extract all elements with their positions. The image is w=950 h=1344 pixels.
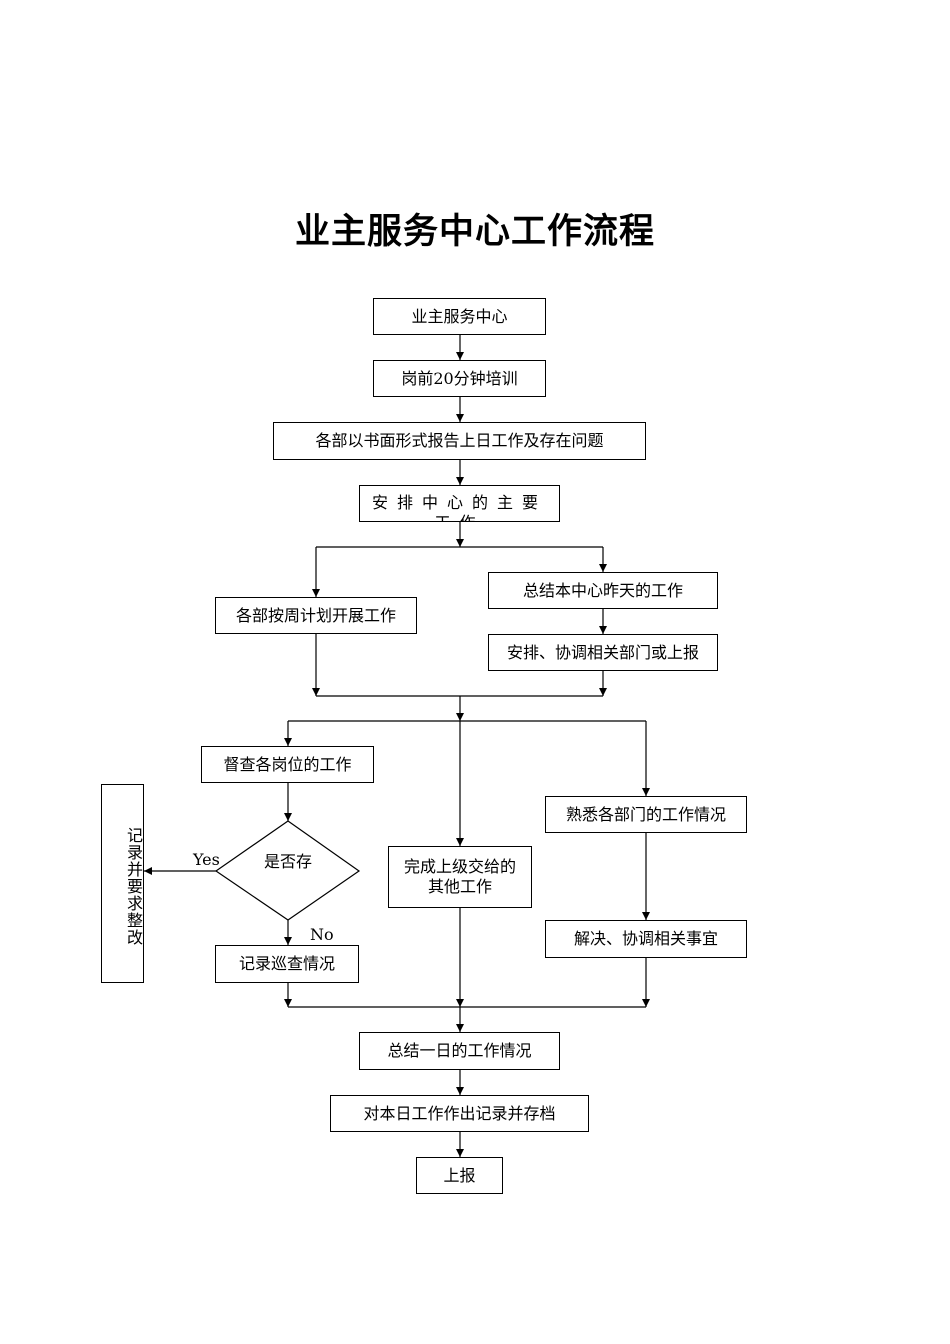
node-report: 各部以书面形式报告上日工作及存在问题 bbox=[273, 422, 646, 460]
node-summary-day: 总结一日的工作情况 bbox=[359, 1032, 560, 1070]
node-summary-yesterday: 总结本中心昨天的工作 bbox=[488, 572, 718, 609]
node-other-tasks: 完成上级交给的其他工作 bbox=[388, 846, 532, 908]
page-title: 业主服务中心工作流程 bbox=[294, 212, 655, 252]
node-coordinate-report: 安排、协调相关部门或上报 bbox=[488, 634, 718, 671]
node-arrange-main: 安排中心的主要工作 bbox=[359, 485, 560, 522]
node-record-archive: 对本日工作作出记录并存档 bbox=[330, 1095, 589, 1132]
no-label: No bbox=[310, 925, 334, 944]
yes-label: Yes bbox=[193, 850, 220, 869]
node-inspect-posts: 督查各岗位的工作 bbox=[201, 746, 374, 783]
node-record-patrol: 记录巡查情况 bbox=[215, 945, 359, 983]
node-familiar-depts: 熟悉各部门的工作情况 bbox=[545, 796, 747, 833]
node-record-rectify: 记录并要求整改 bbox=[101, 784, 144, 983]
node-start: 业主服务中心 bbox=[373, 298, 546, 335]
node-training: 岗前20分钟培训 bbox=[373, 360, 546, 397]
decision-label: 是否存 bbox=[263, 852, 312, 871]
node-escalate: 上报 bbox=[416, 1157, 503, 1194]
node-weekly-plan: 各部按周计划开展工作 bbox=[215, 597, 417, 634]
node-solve-coordinate: 解决、协调相关事宜 bbox=[545, 920, 747, 958]
